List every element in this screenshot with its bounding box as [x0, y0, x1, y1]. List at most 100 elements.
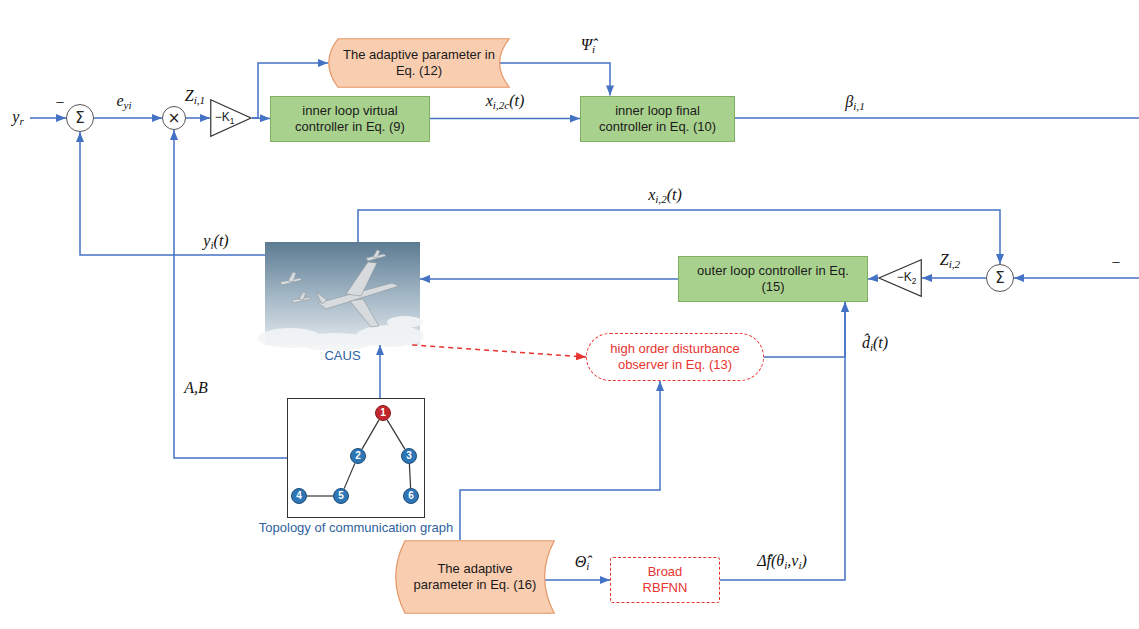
graph-link — [387, 420, 405, 449]
node-text: Σ — [75, 111, 84, 126]
text-run: The adaptive parameter in Eq. (12) — [343, 47, 495, 78]
node-text: Broad RBFNN — [625, 564, 705, 595]
gain-triangle: −K1 — [210, 99, 252, 137]
controller-box: inner loop virtual controller in Eq. (9) — [270, 96, 430, 142]
text-run: The adaptive parameter in Eq. (16) — [414, 561, 537, 592]
text-run: i — [586, 560, 589, 572]
text-run: 5 — [338, 490, 344, 501]
text-run: (t) — [509, 92, 524, 109]
signal-line — [500, 63, 610, 96]
signal-line — [420, 278, 678, 280]
text-run: β — [845, 93, 853, 110]
controller-box: outer loop controller in Eq. (15) — [678, 256, 868, 302]
text-run: high order disturbance observer in Eq. (… — [610, 341, 739, 372]
graph-node: 5 — [333, 488, 349, 504]
text-run: − — [1111, 254, 1122, 271]
estimate-line — [412, 345, 586, 357]
graph-link — [344, 463, 355, 488]
signal-line — [379, 345, 381, 398]
text-run: i,1 — [194, 94, 206, 106]
text-run: (t) — [667, 186, 682, 203]
signal-label: A,B — [182, 379, 210, 397]
text-run: 2 — [912, 276, 917, 286]
text-run: d̂ — [862, 334, 870, 351]
tape-shape — [396, 541, 555, 614]
gain-triangle: −K2 — [878, 259, 922, 297]
controller-box: inner loop final controller in Eq. (10) — [580, 96, 735, 142]
signal-label: xi,2c(t) — [484, 92, 527, 112]
signal-label: − — [1109, 254, 1124, 272]
node-text: 5 — [338, 491, 344, 501]
signal-line — [764, 302, 845, 357]
text-run: i,2 — [655, 193, 667, 205]
signal-label: yi(t) — [201, 232, 230, 252]
graph-link — [409, 464, 410, 488]
node-text: The adaptive parameter in Eq. (16) — [407, 561, 543, 592]
text-run: Θ̂ — [575, 553, 587, 570]
node-text: 1 — [380, 408, 386, 418]
text-run: y — [203, 232, 210, 249]
text-run: 2 — [355, 450, 361, 461]
graph-node: 3 — [401, 448, 417, 464]
text-run: (t) — [214, 232, 229, 249]
text-run: ) — [802, 552, 807, 569]
text-run: Σ — [995, 269, 1004, 287]
signal-line — [460, 381, 660, 540]
text-run: x — [486, 92, 493, 109]
signal-label: Ψ̂i — [579, 36, 597, 56]
signal-line — [252, 117, 270, 119]
signal-line — [174, 130, 287, 458]
signal-line — [868, 278, 878, 279]
node-text: −K2 — [897, 270, 917, 286]
text-run: −K — [215, 110, 230, 124]
output-wire — [735, 117, 1139, 119]
signal-label: Δ̂f(θi,vi) — [755, 552, 809, 572]
text-run: 1 — [380, 407, 386, 418]
clouds — [258, 316, 424, 351]
tape-shape — [329, 39, 510, 88]
text-run: Δ̂f(θ — [757, 552, 784, 569]
text-run: (t) — [873, 334, 888, 351]
network-box: Broad RBFNN — [610, 557, 720, 603]
multiplier-junction: × — [162, 106, 186, 130]
text-run: ,v — [787, 552, 798, 569]
text-run: Z — [940, 251, 949, 268]
node-text: The adaptive parameter in Eq. (12) — [340, 47, 498, 78]
node-text: −K1 — [215, 110, 235, 126]
text-run: i,2 — [949, 258, 961, 270]
graph-frame: Topology of communication graph123456 — [287, 398, 425, 518]
text-run: i — [784, 559, 787, 571]
node-text: high order disturbance observer in Eq. (… — [601, 341, 749, 372]
node-text: 4 — [296, 491, 302, 501]
text-run: 6 — [408, 490, 414, 501]
node-text: inner loop final controller in Eq. (10) — [589, 103, 726, 134]
text-run: i — [798, 559, 801, 571]
feedback-input-wire — [1014, 277, 1139, 279]
text-run: r — [19, 115, 23, 127]
signal-line — [922, 277, 986, 279]
text-run: i,1 — [853, 100, 865, 112]
text-run: 3 — [406, 450, 412, 461]
aircraft — [280, 250, 399, 327]
caption-text: CAUS — [324, 348, 360, 364]
graph-link — [362, 420, 379, 449]
signal-label: Zi,2 — [938, 251, 962, 271]
text-run: Broad RBFNN — [643, 564, 688, 595]
node-text: 2 — [355, 451, 361, 461]
text-run: Σ — [75, 109, 84, 127]
graph-node: 4 — [291, 488, 307, 504]
signal-line — [430, 118, 580, 120]
text-run: i — [210, 239, 213, 251]
text-run: yi — [124, 99, 132, 111]
signal-label: Θ̂i — [573, 553, 592, 573]
node-text: 3 — [406, 451, 412, 461]
signal-label: yr — [10, 108, 25, 128]
text-run: − — [55, 94, 66, 111]
signal-label: d̂i(t) — [860, 334, 890, 354]
triangle-shape — [211, 100, 251, 137]
signal-line — [186, 117, 210, 119]
